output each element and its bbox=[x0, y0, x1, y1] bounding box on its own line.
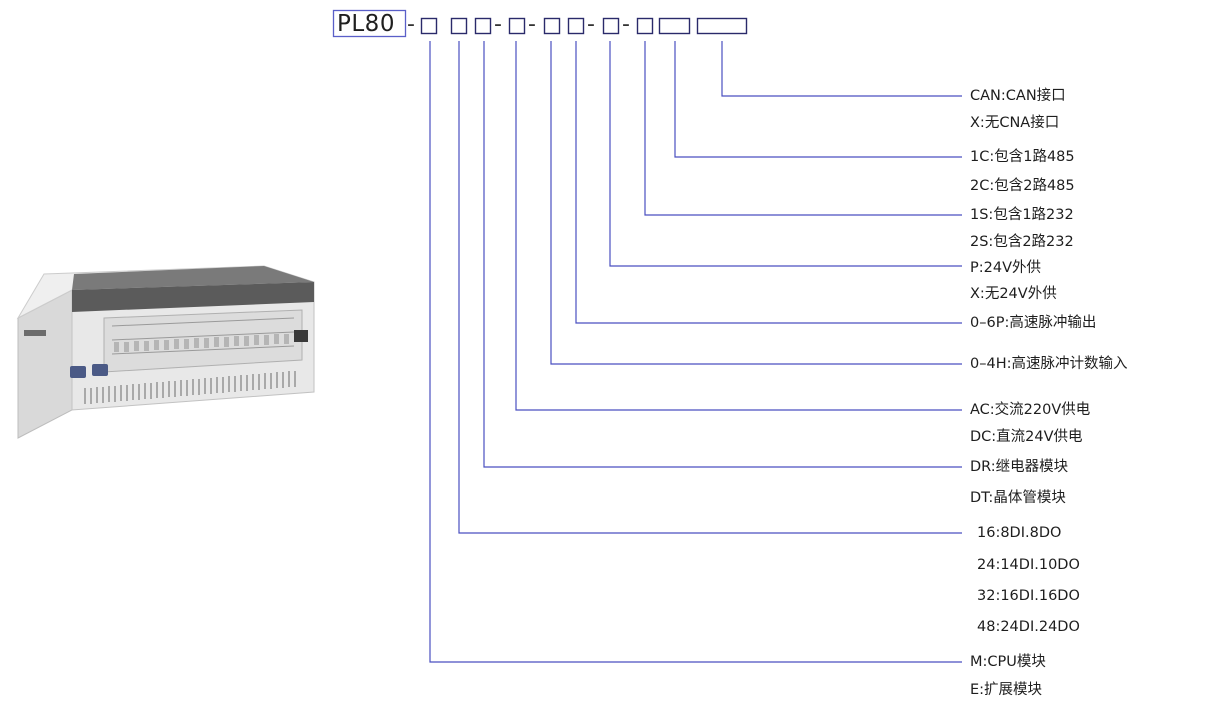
option-label-power24-1: P:24V外供 bbox=[970, 260, 1041, 276]
code-box-pulse-count bbox=[543, 17, 561, 35]
code-box-rs232 bbox=[636, 17, 654, 35]
option-label-output-type-2: DT:晶体管模块 bbox=[970, 490, 1066, 506]
leader-pulse-count bbox=[550, 41, 962, 365]
code-box-module-type bbox=[420, 17, 438, 35]
model-separator: - bbox=[494, 12, 502, 37]
leader-supply bbox=[515, 41, 962, 411]
code-box-supply bbox=[508, 17, 526, 35]
option-label-module-type-2: E:扩展模块 bbox=[970, 682, 1043, 698]
option-label-pulse-count: 0–4H:高速脉冲计数输入 bbox=[970, 356, 1128, 372]
code-box-pulse-out bbox=[567, 17, 585, 35]
option-label-can-1: CAN:CAN接口 bbox=[970, 88, 1066, 104]
option-label-output-type-1: DR:继电器模块 bbox=[970, 459, 1069, 475]
option-label-module-type-1: M:CPU模块 bbox=[970, 654, 1046, 670]
leader-power24 bbox=[609, 41, 962, 267]
leader-rs232 bbox=[644, 41, 962, 216]
option-label-supply-2: DC:直流24V供电 bbox=[970, 429, 1083, 445]
code-box-power24 bbox=[602, 17, 620, 35]
leader-rs485 bbox=[674, 41, 962, 158]
option-label-power24-2: X:无24V外供 bbox=[970, 286, 1057, 302]
leader-module-type bbox=[429, 41, 962, 663]
model-separator: - bbox=[622, 12, 630, 37]
option-label-io-points-1: 16:8DI.8DO bbox=[977, 525, 1062, 541]
option-label-pulse-out: 0–6P:高速脉冲输出 bbox=[970, 315, 1097, 331]
option-label-rs232-2: 2S:包含2路232 bbox=[970, 234, 1074, 250]
model-prefix-frame bbox=[332, 9, 407, 38]
code-box-can bbox=[696, 17, 748, 35]
code-box-io-points bbox=[450, 17, 468, 35]
model-prefix: PL80 bbox=[337, 11, 395, 37]
leader-pulse-out bbox=[575, 41, 962, 324]
code-box-rs485 bbox=[658, 17, 691, 35]
option-label-rs485-1: 1C:包含1路485 bbox=[970, 149, 1075, 165]
option-label-supply-1: AC:交流220V供电 bbox=[970, 402, 1091, 418]
option-label-io-points-4: 48:24DI.24DO bbox=[977, 619, 1080, 635]
code-box-output-type bbox=[474, 17, 492, 35]
option-label-io-points-3: 32:16DI.16DO bbox=[977, 588, 1080, 604]
leader-output-type bbox=[483, 41, 962, 468]
model-separator: - bbox=[587, 12, 595, 37]
option-label-io-points-2: 24:14DI.10DO bbox=[977, 557, 1080, 573]
model-separator: - bbox=[407, 12, 415, 37]
option-label-can-2: X:无CNA接口 bbox=[970, 115, 1060, 131]
plc-controller-photo bbox=[16, 265, 315, 439]
option-label-rs485-2: 2C:包含2路485 bbox=[970, 178, 1075, 194]
model-separator: - bbox=[528, 12, 536, 37]
option-label-rs232-1: 1S:包含1路232 bbox=[970, 207, 1074, 223]
leader-can bbox=[721, 41, 962, 97]
leader-io-points bbox=[458, 41, 962, 534]
